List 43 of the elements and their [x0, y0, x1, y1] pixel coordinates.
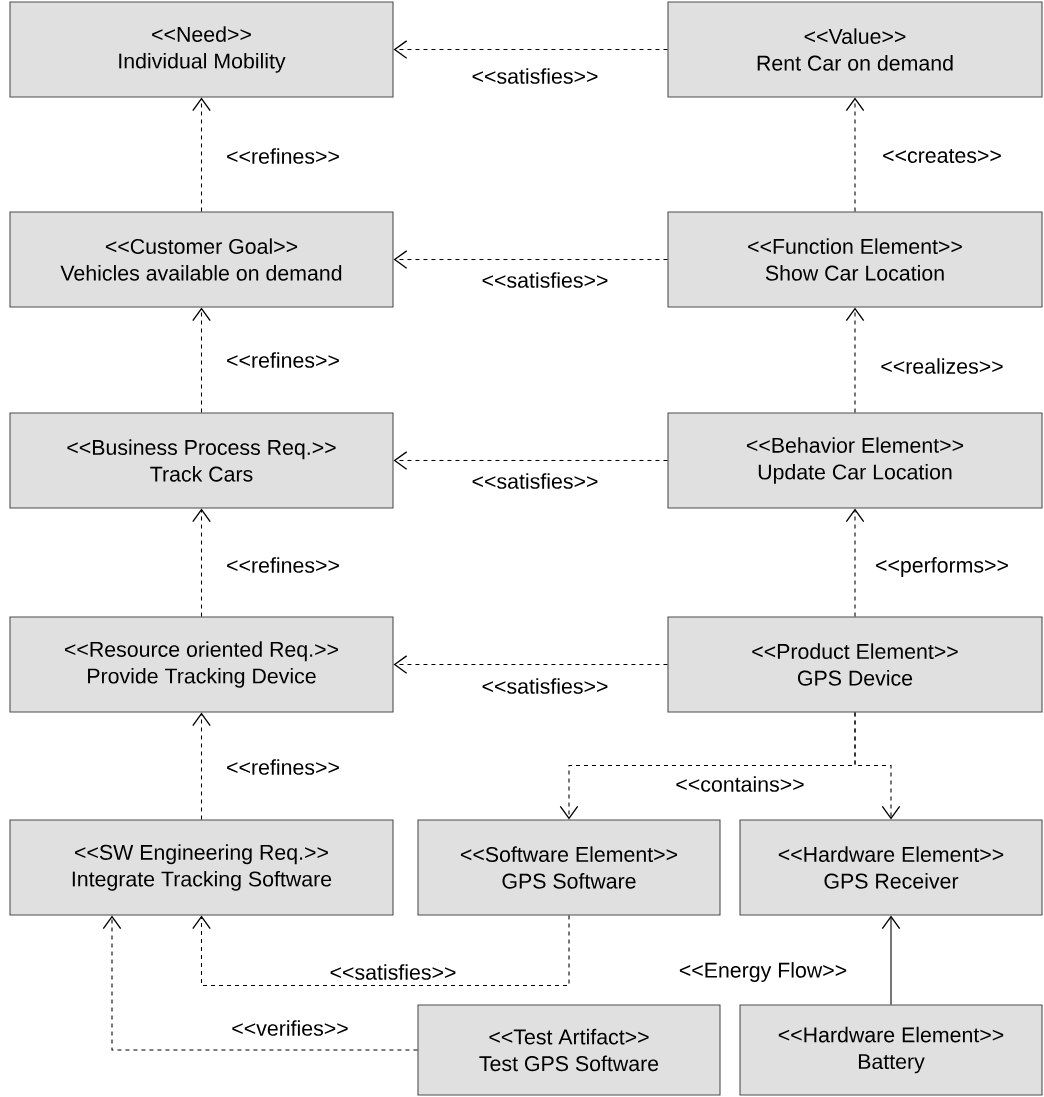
- element-box: <<Need>> Individual Mobility: [9, 1, 394, 98]
- arrow: [192, 97, 211, 212]
- arrow: [192, 508, 211, 617]
- edge-label: <<refines>>: [224, 350, 342, 370]
- edge-label: <<satisfies>>: [328, 962, 458, 982]
- arrow: [393, 655, 668, 674]
- edge-label: <<satisfies>>: [470, 66, 600, 86]
- arrow: [393, 40, 668, 59]
- element-box: <<Hardware Element>> Battery: [739, 1004, 1043, 1096]
- element-box: <<SW Engineering Req.>> Integrate Tracking Software: [9, 819, 394, 916]
- edge-label: <<Energy Flow>>: [677, 960, 849, 984]
- element-box: <<Customer Goal>> Vehicles available on demand: [9, 211, 394, 308]
- element-box: <<Test Artifact>> Test GPS Software: [417, 1004, 721, 1096]
- arrow: [393, 451, 668, 470]
- arrow: [854, 712, 901, 820]
- element-box: <<Function Element>> Show Car Location: [667, 211, 1043, 308]
- edge-label: <<satisfies>>: [470, 471, 600, 491]
- edge-label: <<contains>>: [674, 774, 806, 794]
- arrow: [881, 915, 901, 1005]
- edge-label: <<refines>>: [224, 555, 342, 575]
- element-box: <<Value>> Rent Car on demand: [667, 1, 1043, 98]
- arrow: [393, 250, 668, 269]
- edge-label: <<creates>>: [880, 147, 1004, 165]
- edge-label: <<performs>>: [873, 555, 1011, 579]
- edge-label: <<satisfies>>: [480, 676, 610, 696]
- arrow: [845, 307, 865, 413]
- element-box: <<Hardware Element>> GPS Receiver: [739, 819, 1043, 916]
- element-box: <<Resource oriented Req.>> Provide Tracking Device: [9, 616, 394, 713]
- arrow: [102, 915, 418, 1051]
- edge-label: <<realizes>>: [879, 356, 1005, 376]
- arrow: [845, 508, 865, 617]
- element-box: <<Behavior Element>> Update Car Location: [667, 412, 1043, 509]
- arrow: [845, 97, 865, 212]
- element-box: <<Software Element>> GPS Software: [417, 819, 721, 916]
- element-box: <<Business Process Req.>> Track Cars: [9, 412, 394, 509]
- edge-label: <<satisfies>>: [480, 270, 610, 290]
- arrow: [192, 915, 570, 987]
- edge-label: <<verifies>>: [229, 1018, 351, 1038]
- edge-label: <<refines>>: [224, 146, 342, 166]
- edge-label: <<refines>>: [224, 757, 342, 777]
- element-box: <<Product Element>> GPS Device: [667, 616, 1043, 713]
- arrow: [192, 307, 211, 413]
- arrow: [192, 712, 211, 820]
